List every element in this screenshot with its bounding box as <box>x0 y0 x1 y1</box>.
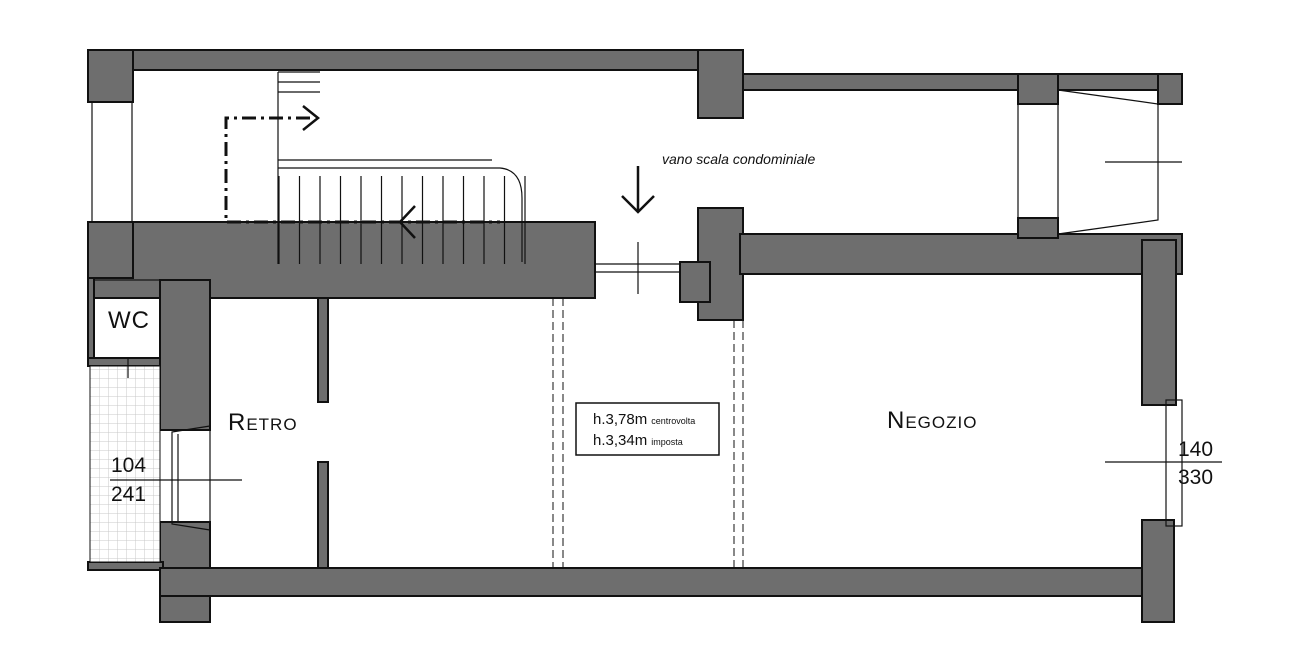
escape-arrow-right <box>302 105 321 131</box>
negozio-window-frame <box>1165 399 1183 527</box>
left-wall <box>87 221 134 279</box>
right-window-width: 140 <box>1178 438 1213 461</box>
escape-route <box>224 116 500 224</box>
stair-door-jamb <box>679 261 711 303</box>
right-wall-top <box>1141 239 1177 406</box>
wc-room <box>93 279 161 359</box>
right-pier-bottom <box>1017 217 1059 239</box>
left-window-frame <box>91 101 133 223</box>
room-label-retro: Retro <box>228 409 298 436</box>
bottom-right-block <box>1141 519 1175 623</box>
wc-left-wall <box>87 277 95 359</box>
right-end-top <box>1157 73 1183 105</box>
height-centrovolta: h.3,78m centrovolta <box>593 411 695 428</box>
retro-window-frame <box>171 425 211 531</box>
right-pier-top <box>1017 73 1059 105</box>
stair-note: vano scala condominiale <box>662 151 816 167</box>
bottom-wall <box>159 567 1146 597</box>
height-imposta-value: h.3,34m <box>593 432 647 449</box>
left-base-wall <box>87 561 164 571</box>
left-window-height: 241 <box>111 483 146 506</box>
partition-top <box>317 297 329 403</box>
left-pier-top <box>87 49 134 103</box>
bottom-left-block <box>159 595 211 623</box>
mid-pier-top <box>697 49 744 119</box>
height-centrovolta-label: centrovolta <box>651 416 695 426</box>
left-window-width: 104 <box>111 454 146 477</box>
wc-bottom-wall <box>87 357 161 367</box>
right-window-height: 330 <box>1178 466 1213 489</box>
partition-bottom <box>317 461 329 569</box>
right-window-frame <box>1057 89 1159 235</box>
stair-bottom-wall-right2 <box>739 233 1183 275</box>
top-wall-right <box>719 73 1183 91</box>
retro-left-wall-top <box>159 279 211 431</box>
room-label-wc: WC <box>108 307 150 334</box>
entrance-arrow-icon <box>621 166 655 214</box>
height-box <box>575 402 720 456</box>
room-label-negozio: Negozio <box>887 407 977 434</box>
height-imposta-label: imposta <box>651 437 683 447</box>
tiled-floor <box>89 365 161 563</box>
escape-arrow-left <box>398 205 416 239</box>
stair-handrail <box>278 159 523 262</box>
height-centrovolta-value: h.3,78m <box>593 411 647 428</box>
top-wall-left <box>87 49 721 71</box>
height-imposta: h.3,34m imposta <box>593 432 683 449</box>
